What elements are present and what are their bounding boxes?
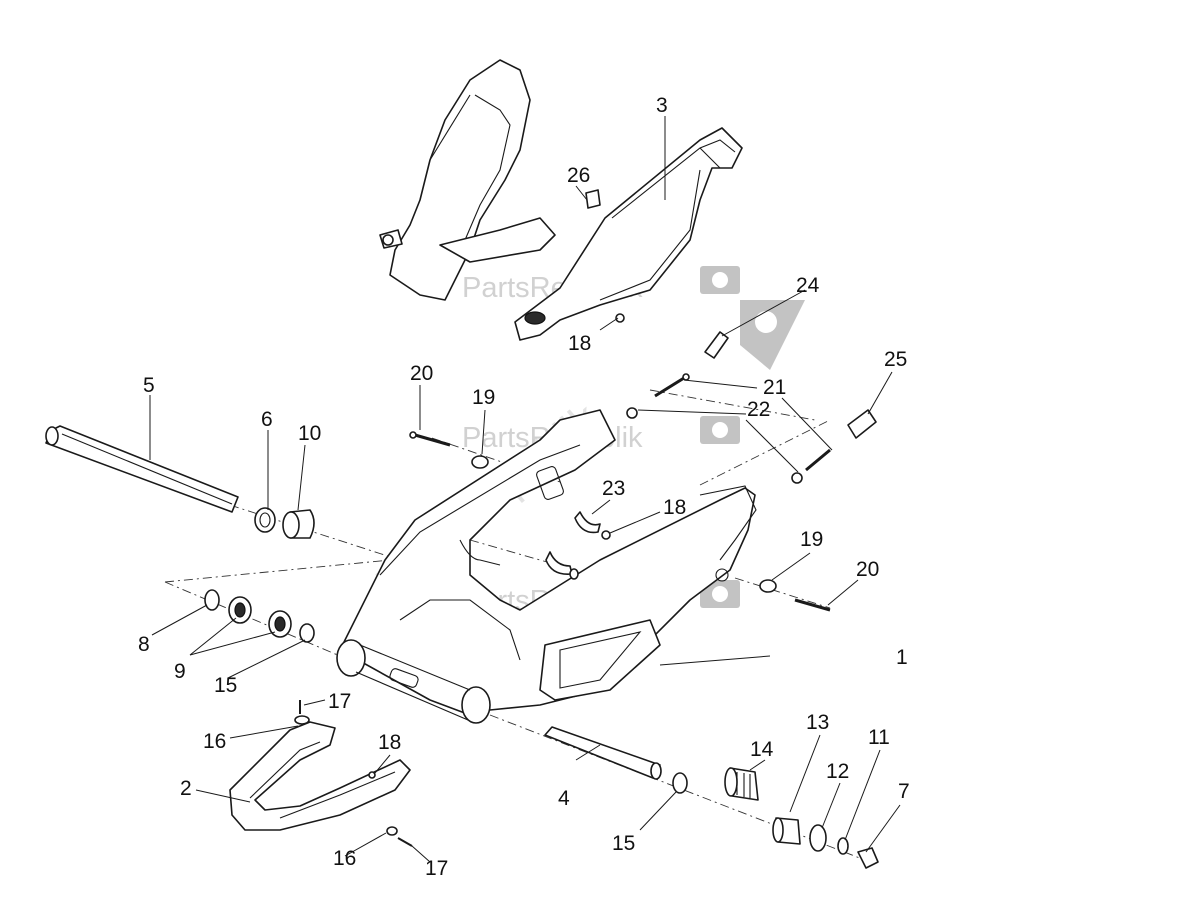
callout-16-upper: 16: [203, 730, 226, 753]
callout-5: 5: [143, 374, 155, 397]
callout-19-right: 19: [800, 528, 823, 551]
callout-9: 9: [174, 660, 186, 683]
callout-15-right: 15: [612, 832, 635, 855]
callout-24: 24: [796, 274, 820, 297]
callout-19-left: 19: [472, 386, 495, 409]
pivot-shaft: [45, 425, 239, 513]
right-bearings: [672, 767, 879, 869]
callouts: 1 2 3 4 5 6 7 8 9 10 11 12 13 14 15 15 1…: [138, 94, 910, 880]
callout-4: 4: [558, 787, 570, 810]
callout-21: 21: [763, 376, 786, 399]
callout-20-left: 20: [410, 362, 433, 385]
callout-13: 13: [806, 711, 829, 734]
callout-25: 25: [884, 348, 907, 371]
callout-18-bottom: 18: [378, 731, 401, 754]
callout-7: 7: [898, 780, 910, 803]
rear-mudguard: [379, 59, 601, 301]
chain-slider: [229, 700, 413, 847]
callout-12: 12: [826, 760, 849, 783]
callout-18-middle: 18: [663, 496, 686, 519]
callout-3: 3: [656, 94, 668, 117]
callout-8: 8: [138, 633, 150, 656]
callout-6: 6: [261, 408, 273, 431]
callout-16-lower: 16: [333, 847, 356, 870]
hardware: [409, 313, 877, 612]
callout-26: 26: [567, 164, 590, 187]
callout-23: 23: [602, 477, 625, 500]
hose-clips: [545, 511, 601, 580]
callout-17-lower: 17: [425, 857, 448, 880]
spindle-tube: [544, 726, 662, 780]
chain-guard-upper: [514, 127, 743, 341]
callout-22: 22: [747, 398, 770, 421]
callout-14: 14: [750, 738, 774, 761]
callout-10: 10: [298, 422, 321, 445]
callout-15-left: 15: [214, 674, 237, 697]
callout-18-top: 18: [568, 332, 591, 355]
pivot-spacers: [254, 507, 315, 539]
callout-11: 11: [868, 726, 890, 749]
callout-2: 2: [180, 777, 192, 800]
callout-1: 1: [896, 646, 908, 669]
swingarm: [336, 409, 757, 724]
left-bearings: [204, 589, 315, 643]
callout-17-upper: 17: [328, 690, 351, 713]
callout-20-right: 20: [856, 558, 879, 581]
leader-lines: [149, 116, 901, 863]
